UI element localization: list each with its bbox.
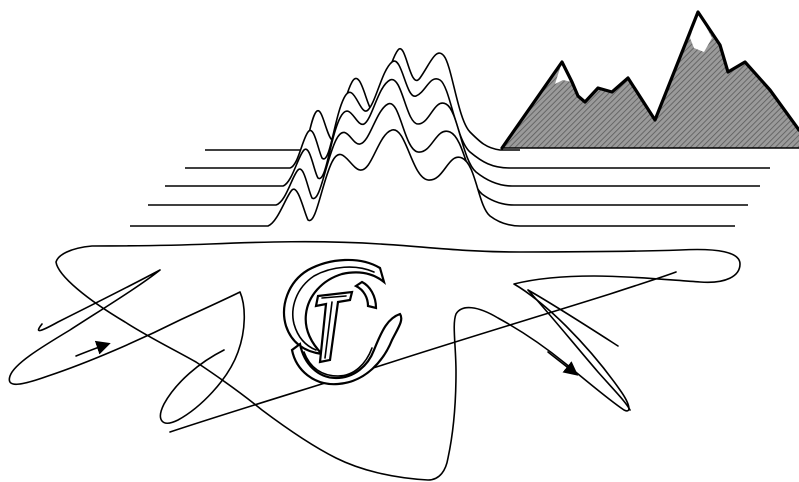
left-swoosh-loop xyxy=(9,270,244,423)
diagonal-sweep-line xyxy=(170,272,676,432)
right-arrow xyxy=(548,352,576,374)
mountain-fill xyxy=(502,12,799,148)
right-swoosh-loop xyxy=(528,290,630,410)
monogram-hook xyxy=(356,282,376,308)
left-arrow xyxy=(76,344,108,356)
mountain-range xyxy=(502,12,799,148)
monogram-stem xyxy=(316,292,352,362)
monogram-emblem xyxy=(284,260,401,384)
